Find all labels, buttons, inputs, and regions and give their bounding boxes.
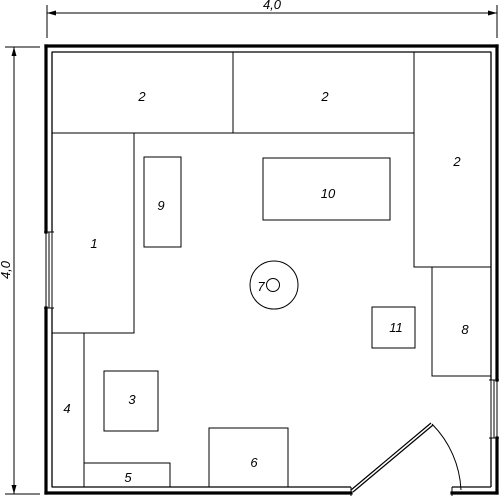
right-window	[489, 379, 499, 439]
round-unit: 7	[249, 260, 299, 310]
height-dimension-label: 4,0	[0, 260, 13, 279]
bottom-left-strip: 4	[51, 332, 85, 488]
bottom-unit-label: 6	[250, 455, 258, 470]
rack-unit: 9	[143, 156, 182, 248]
table-unit: 10	[262, 157, 391, 221]
room-walls	[44, 44, 499, 495]
table-unit-label: 10	[321, 186, 336, 201]
entrance-door	[350, 422, 462, 496]
small-box-unit: 11	[371, 306, 416, 349]
small-box-unit-label: 11	[389, 320, 403, 335]
top-left-cabinet: 2	[51, 51, 234, 134]
left-tall-unit-label: 1	[90, 236, 97, 251]
square-unit: 3	[103, 370, 159, 432]
width-dimension: 4,0	[46, 0, 498, 38]
left-tall-unit: 1	[51, 132, 135, 334]
top-middle-cabinet-label: 2	[320, 89, 329, 104]
bottom-left-strip-label: 4	[63, 401, 70, 416]
bottom-shelf-label: 5	[124, 470, 132, 485]
right-lower-cabinet: 8	[431, 266, 492, 377]
rack-unit-label: 9	[157, 198, 164, 213]
square-unit-label: 3	[128, 392, 136, 407]
top-middle-cabinet: 2	[232, 51, 415, 134]
width-dimension-label: 4,0	[263, 0, 282, 12]
bottom-shelf: 5	[83, 462, 171, 488]
height-dimension: 4,0	[0, 46, 40, 495]
right-lower-cabinet-label: 8	[461, 322, 469, 337]
round-unit-label: 7	[257, 279, 265, 294]
right-upper-cabinet: 2	[413, 51, 492, 268]
top-left-cabinet-label: 2	[137, 89, 146, 104]
right-upper-cabinet-label: 2	[452, 154, 461, 169]
bottom-unit: 6	[208, 427, 289, 488]
